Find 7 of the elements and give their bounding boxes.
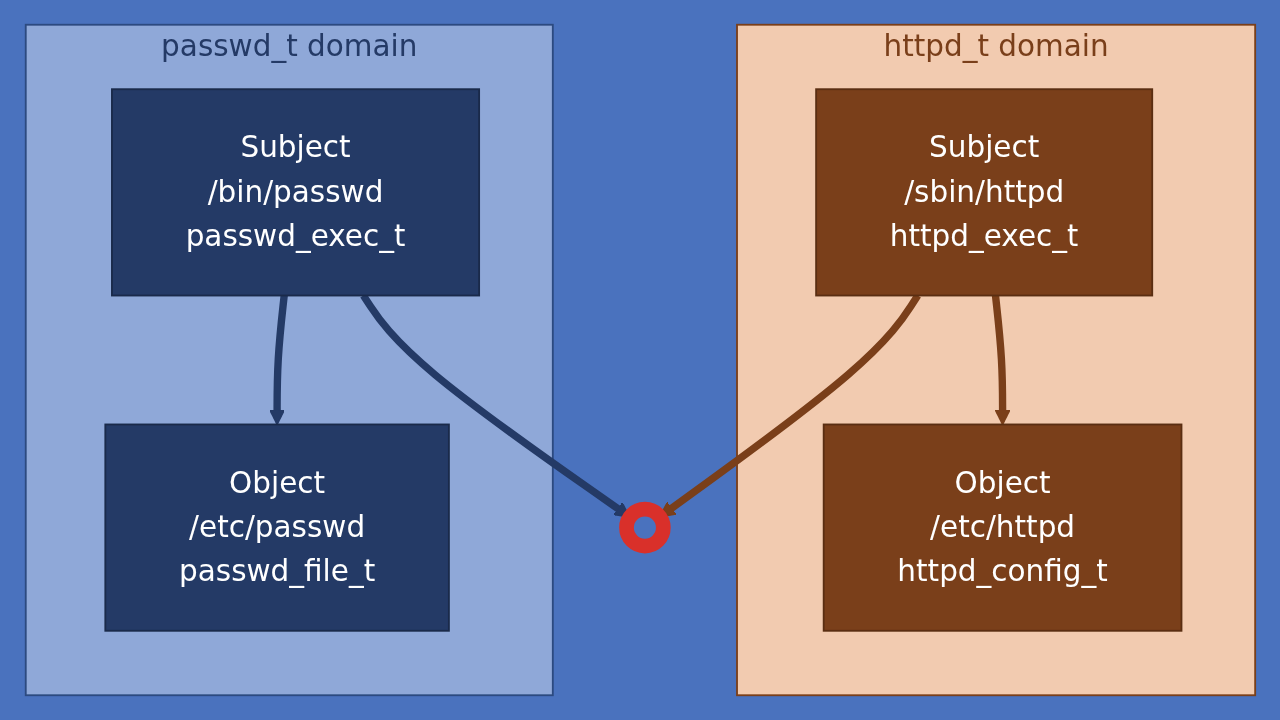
node-box: Object /etc/passwd passwd_file_t — [103, 423, 450, 632]
arrow — [268, 295, 288, 426]
node-circle — [618, 501, 671, 554]
node-box: Object /etc/httpd httpd_config_t — [822, 423, 1182, 632]
node-box: Subject /sbin/httpd httpd_exec_t — [814, 88, 1153, 297]
arrow — [991, 295, 1011, 426]
node-box: Subject /bin/passwd passwd_exec_t — [110, 88, 480, 297]
